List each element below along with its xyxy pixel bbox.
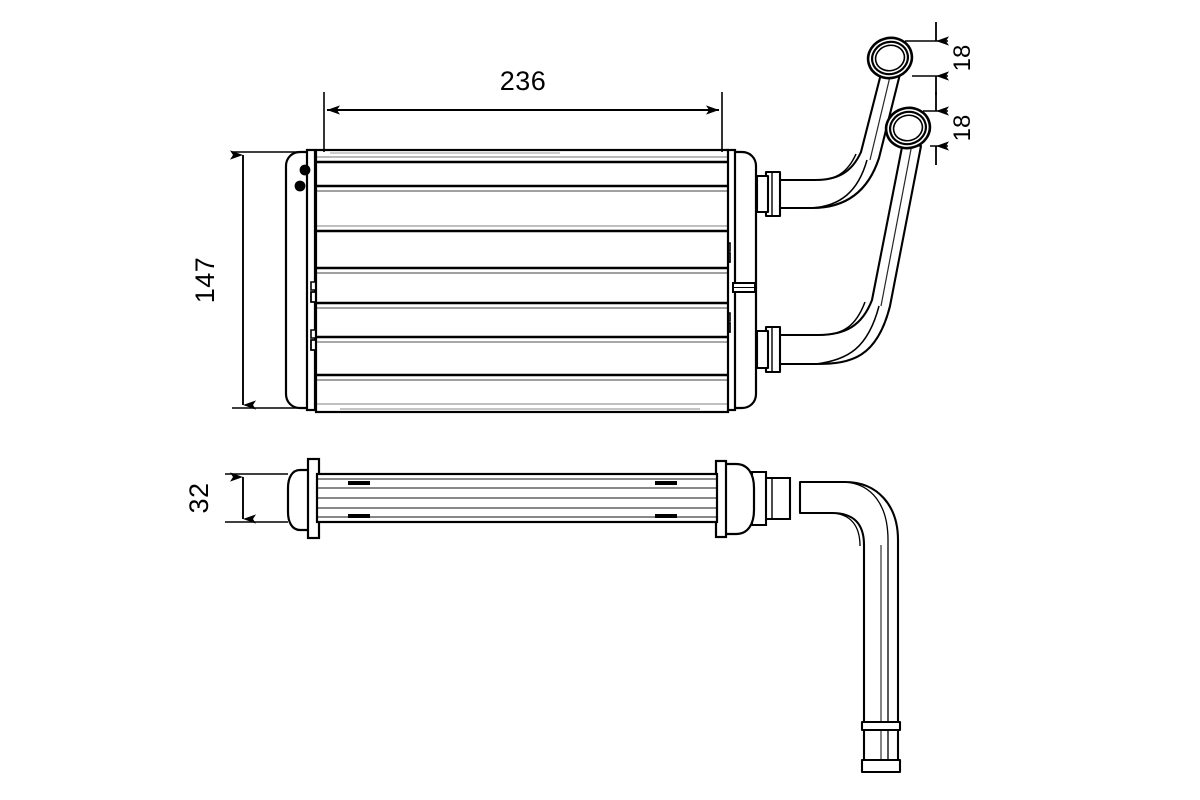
- outlet-pipe-lower: [755, 140, 923, 374]
- outlet-pipe-upper-end-ring: [866, 36, 914, 80]
- top-view-left-cap: [286, 457, 321, 540]
- dimension-18-lower-label: 18: [949, 115, 976, 142]
- dimension-147-label: 147: [190, 257, 220, 304]
- tube-rows: [316, 156, 728, 405]
- dimension-32-label: 32: [184, 482, 214, 513]
- top-view-outlet-pipe: [798, 480, 902, 774]
- top-view-neck: [750, 470, 792, 527]
- dimension-32: 32: [184, 472, 288, 524]
- dimension-18-upper: 18: [905, 22, 976, 95]
- dimension-236: 236: [323, 66, 723, 152]
- core-matrix: [314, 148, 730, 414]
- top-view: [286, 457, 902, 774]
- dimension-18-lower: 18: [923, 92, 976, 165]
- top-view-right-cap: [714, 459, 756, 539]
- front-view: [284, 36, 932, 414]
- outlet-pipe-lower-end-ring: [884, 106, 932, 150]
- dimension-147: 147: [190, 150, 300, 410]
- dimension-18-upper-label: 18: [949, 45, 976, 72]
- dimension-236-label: 236: [500, 66, 547, 96]
- mounting-hole-lower: [294, 180, 306, 192]
- top-view-core: [315, 472, 719, 524]
- mounting-hole-upper: [299, 164, 311, 176]
